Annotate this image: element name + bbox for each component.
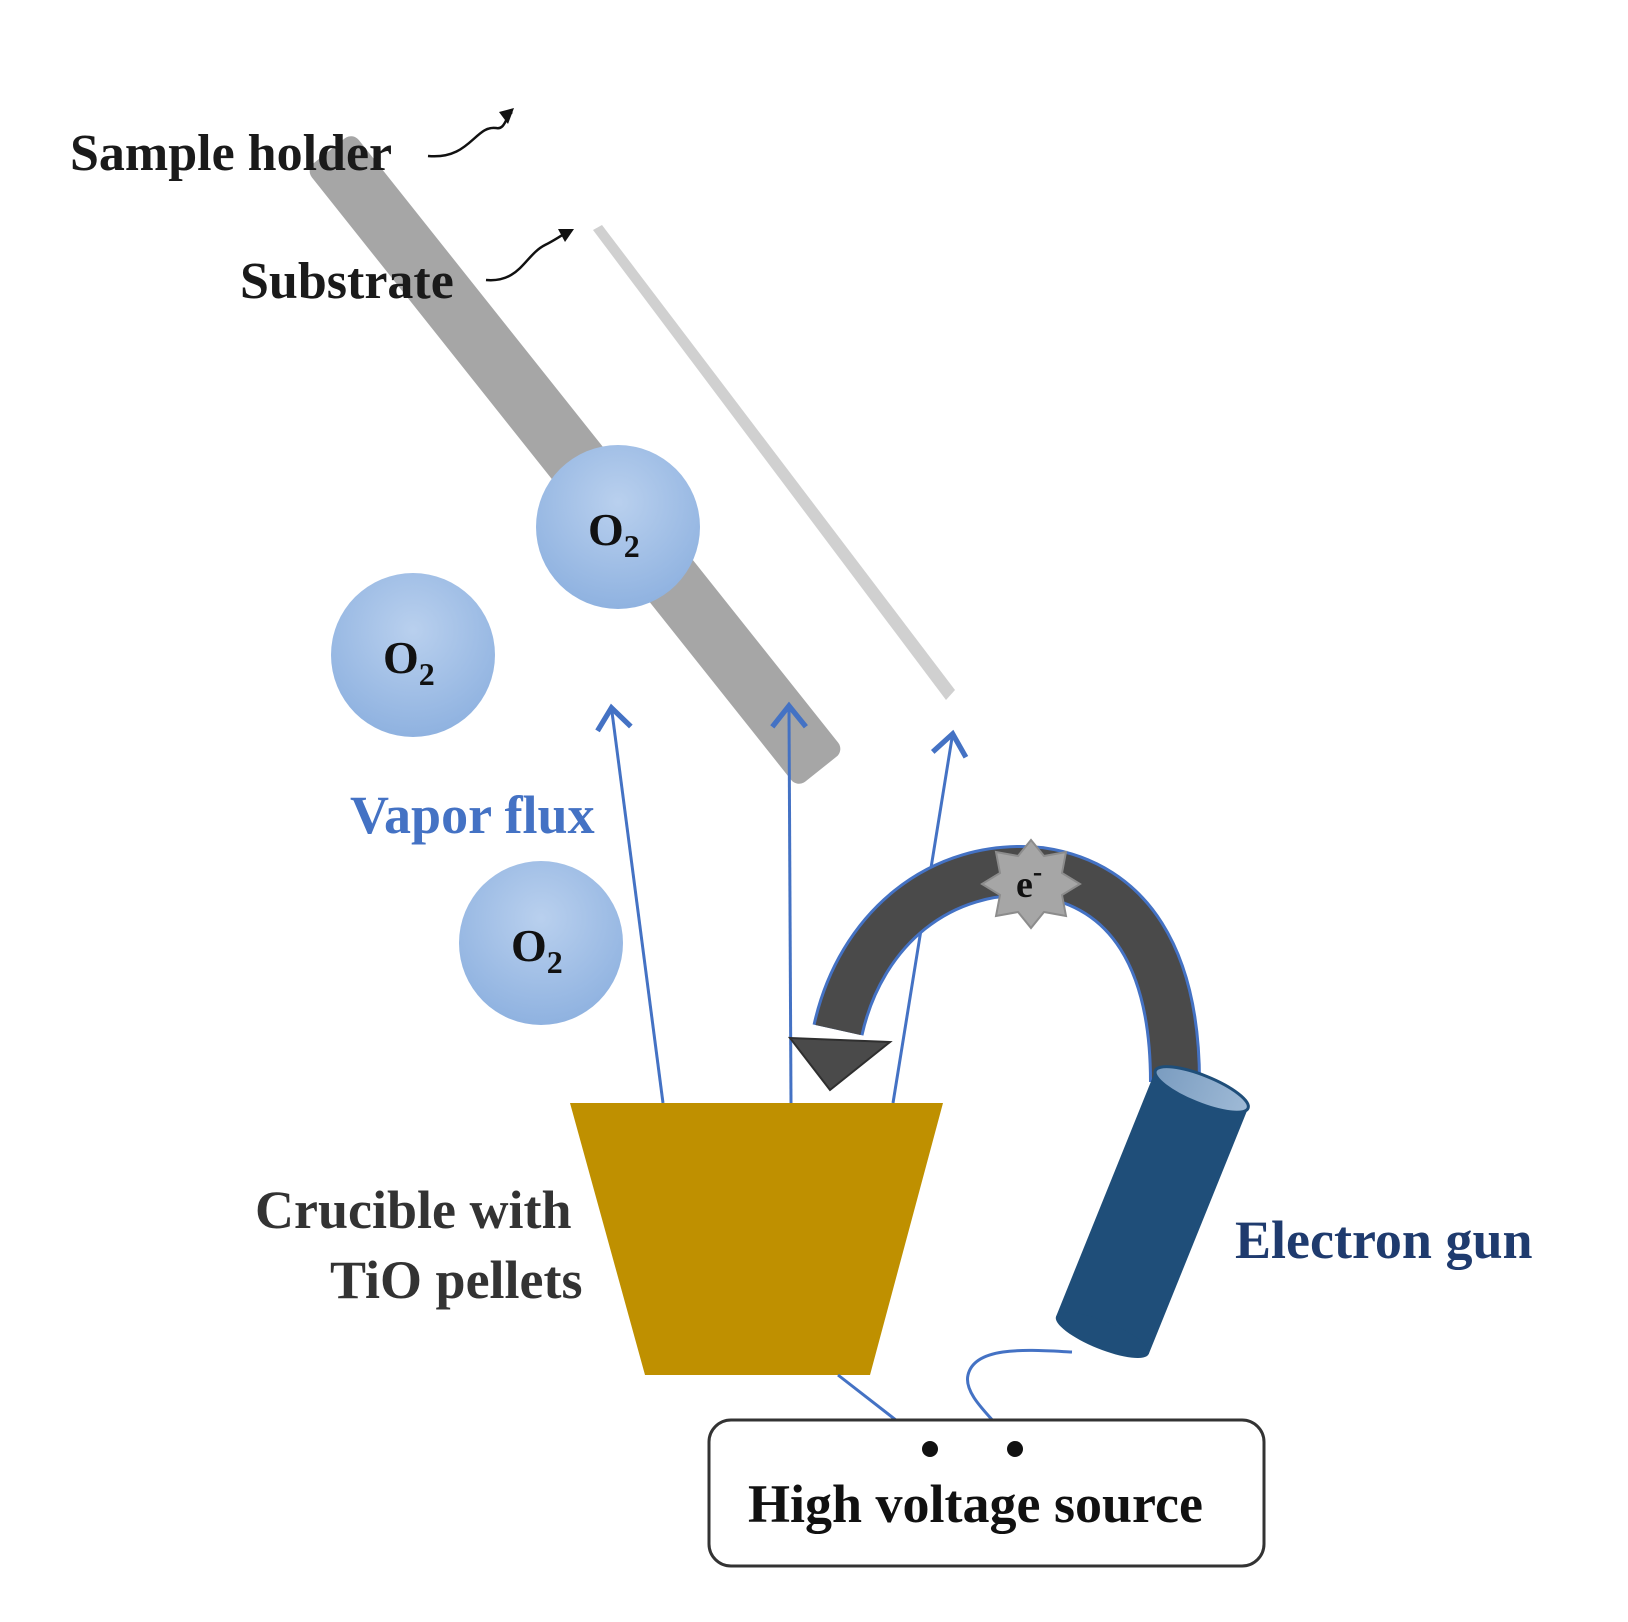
crucible-label-line1: Crucible with	[255, 1180, 572, 1240]
o2-symbol: O	[383, 632, 419, 683]
substrate-pointer	[485, 230, 569, 282]
vapor-flux-label: Vapor flux	[350, 785, 595, 845]
sample-holder-label: Sample holder	[70, 125, 392, 182]
o2-subscript: 2	[419, 656, 435, 692]
substrate-pointer-head	[558, 229, 574, 242]
electron-beam	[787, 845, 1201, 1092]
svg-text:O2: O2	[511, 920, 563, 980]
vapor-flux-arrow	[770, 701, 808, 1104]
o2-molecule: O2	[536, 445, 700, 609]
substrate-label: Substrate	[240, 253, 454, 310]
o2-symbol: O	[588, 504, 624, 555]
electron-star: e-	[980, 838, 1082, 930]
o2-subscript: 2	[547, 944, 563, 980]
vapor-flux-arrow	[595, 703, 665, 1104]
terminal-dot	[922, 1441, 938, 1457]
svg-text:O2: O2	[588, 504, 640, 564]
svg-text:O2: O2	[383, 632, 435, 692]
substrate	[593, 225, 955, 700]
o2-molecule: O2	[331, 573, 495, 737]
terminal-dot	[1007, 1441, 1023, 1457]
electron-superscript: -	[1033, 857, 1042, 888]
electron-symbol: e	[1016, 864, 1033, 906]
sample-holder-pointer-head	[499, 108, 514, 124]
o2-subscript: 2	[624, 528, 640, 564]
svg-text:e-: e-	[1016, 857, 1042, 906]
high-voltage-source-label: High voltage source	[748, 1474, 1203, 1534]
crucible-label-line2: TiO pellets	[330, 1250, 583, 1310]
electron-gun-label: Electron gun	[1235, 1210, 1533, 1270]
high-voltage-source	[707, 1418, 1266, 1568]
o2-symbol: O	[511, 920, 547, 971]
crucible	[570, 1103, 943, 1375]
electron-gun	[1055, 1065, 1250, 1358]
sample-holder-pointer	[427, 111, 513, 158]
o2-molecule: O2	[459, 861, 623, 1025]
